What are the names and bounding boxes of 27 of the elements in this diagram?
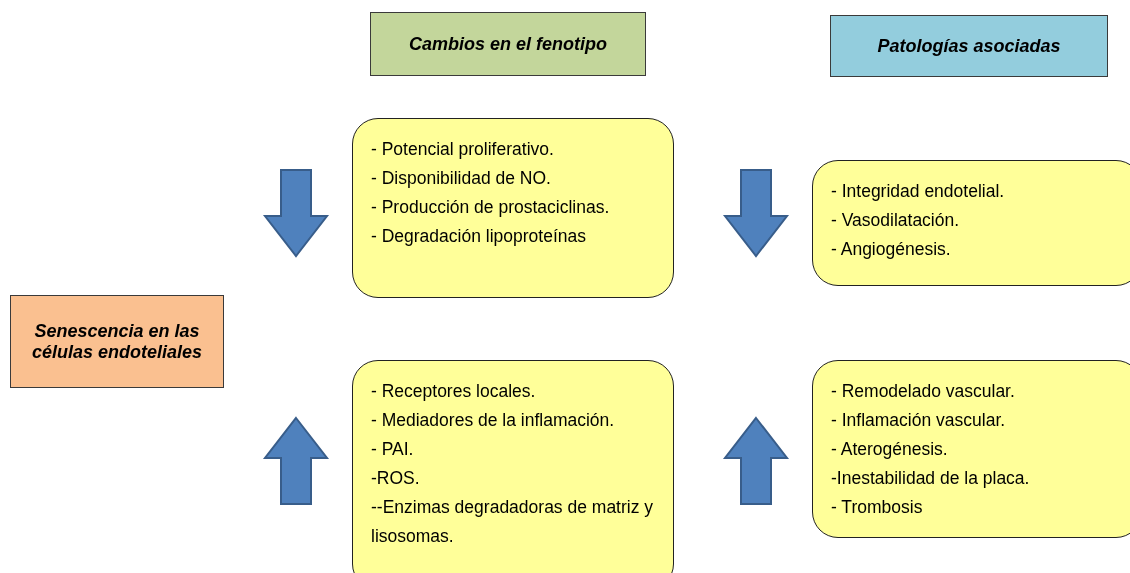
list-item: - Receptores locales. <box>371 380 537 403</box>
list-item: - Aterogénesis. <box>831 438 949 461</box>
list-item: - Remodelado vascular. <box>831 380 1016 403</box>
list-item: - Inflamación vascular. <box>831 409 1007 432</box>
list-item: -Inestabilidad de la placa. <box>831 467 1031 490</box>
rounded-text-box <box>812 360 1130 538</box>
list-item: - Disponibilidad de NO. <box>371 167 552 190</box>
label-box <box>370 12 646 76</box>
list-item: - Degradación lipoproteínas <box>371 225 587 248</box>
label-box <box>10 295 224 388</box>
rounded-text-box <box>812 160 1130 286</box>
list-item: - Potencial proliferativo. <box>371 138 555 161</box>
list-item: -ROS. <box>371 467 421 490</box>
list-item: --Enzimas degradadoras de matriz y lisosomas. <box>371 496 655 548</box>
heading-text: Cambios en el fenotipo <box>409 33 607 55</box>
list-item: - Integridad endotelial. <box>831 180 1006 203</box>
list-item: - PAI. <box>371 438 415 461</box>
list-item: - Producción de prostaciclinas. <box>371 196 611 219</box>
heading-text: Senescencia en las células endoteliales <box>30 320 204 363</box>
label-box <box>830 15 1108 77</box>
rounded-text-box <box>352 360 674 573</box>
list-item: - Angiogénesis. <box>831 238 952 261</box>
list-item: - Mediadores de la inflamación. <box>371 409 616 432</box>
rounded-text-box <box>352 118 674 298</box>
list-item: - Vasodilatación. <box>831 209 961 232</box>
heading-text: Patologías asociadas <box>877 35 1061 57</box>
list-item: - Trombosis <box>831 496 924 519</box>
